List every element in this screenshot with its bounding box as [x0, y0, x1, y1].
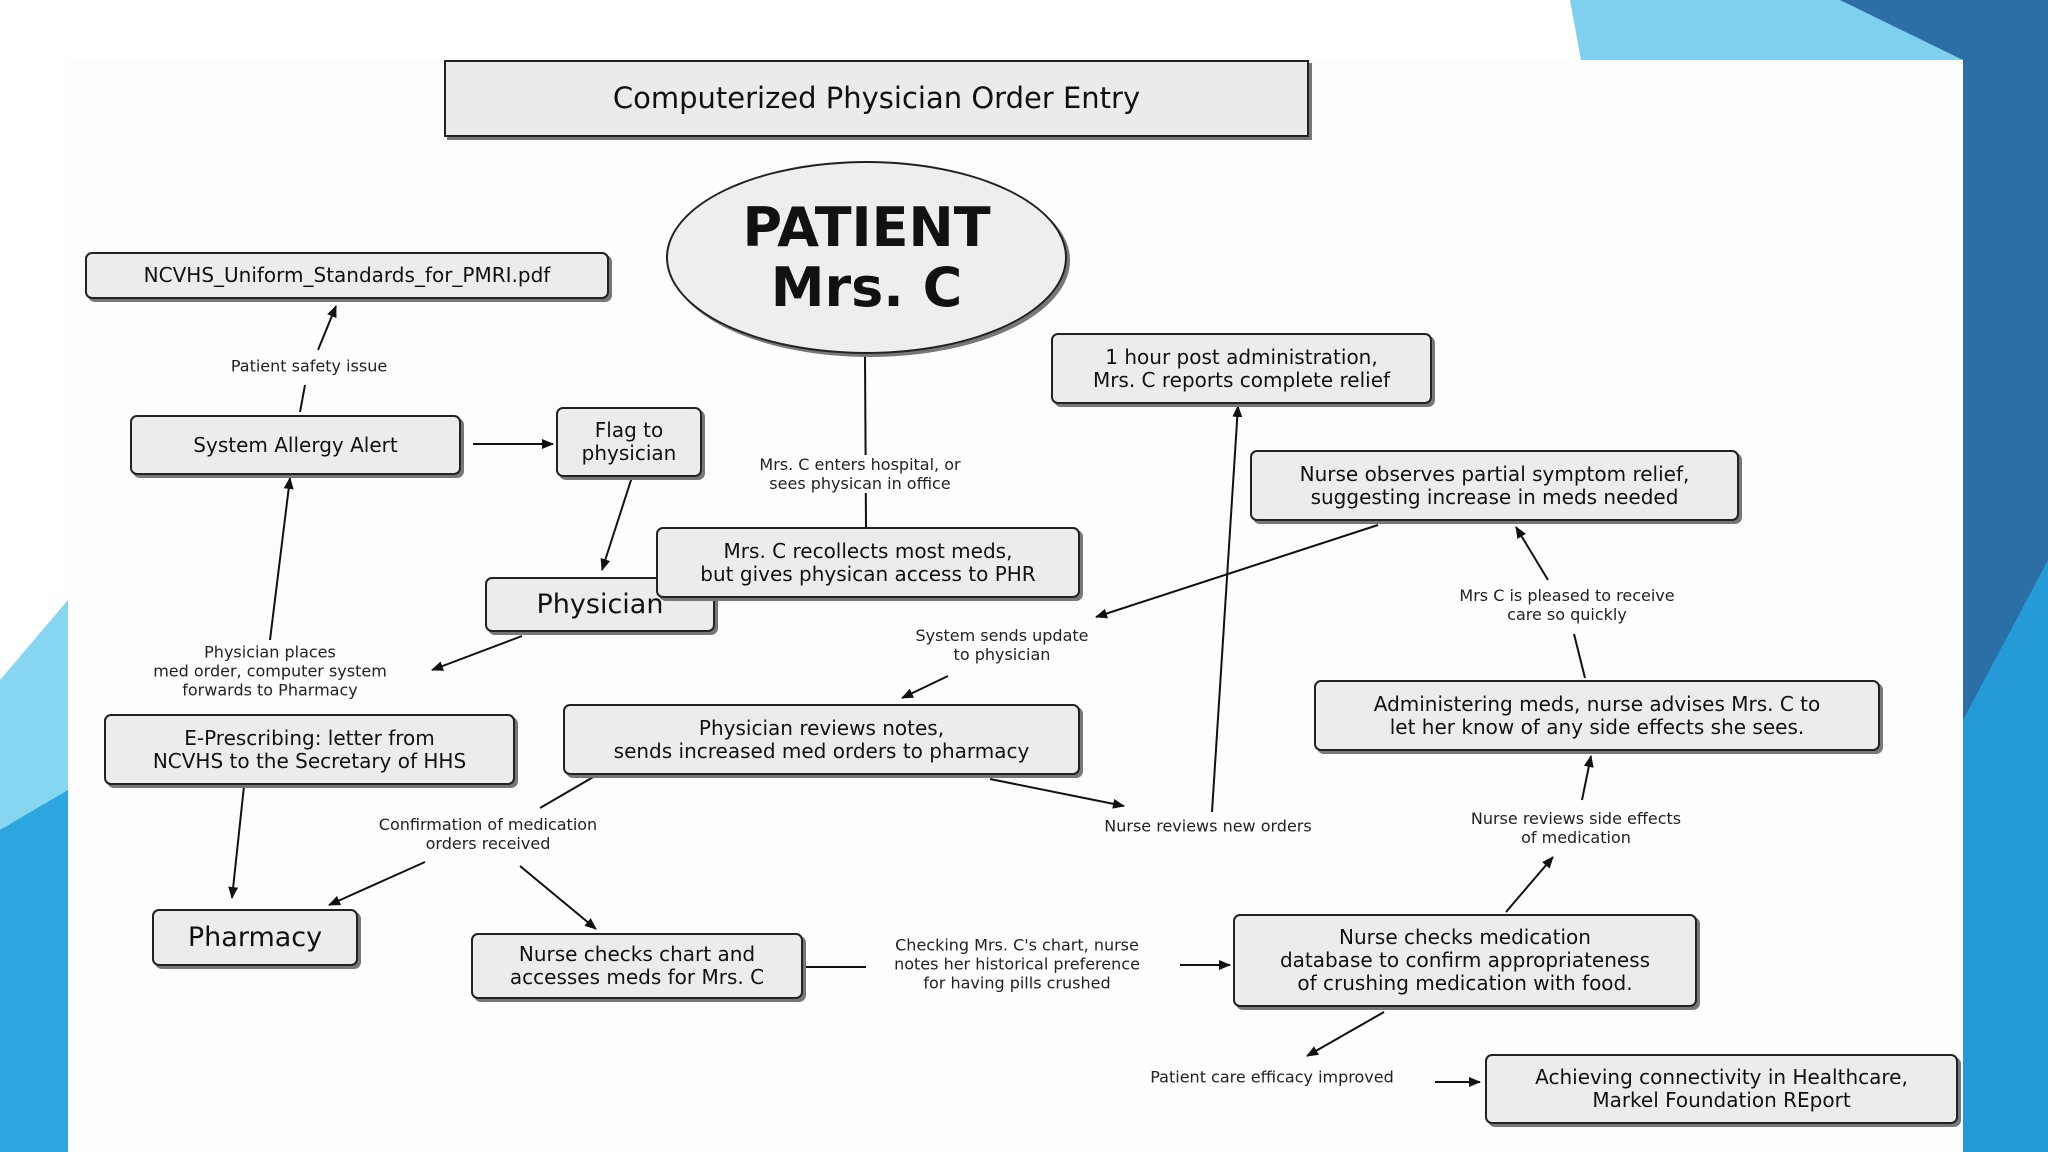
- link-reviews-neworders: [989, 778, 1125, 809]
- reviews-notes-node: Physician reviews notes, sends increased…: [563, 704, 1080, 775]
- link-reviews-confirmation: [539, 775, 596, 809]
- link-sideeffects-administering: [1581, 755, 1594, 801]
- recollects-node: Mrs. C recollects most meds, but gives p…: [656, 527, 1080, 598]
- patient-node: PATIENT Mrs. C: [666, 161, 1067, 354]
- e-prescribing-node: E-Prescribing: letter from NCVHS to the …: [104, 714, 515, 785]
- link-eprescribing-pharmacy: [228, 785, 245, 899]
- partial-relief-node: Nurse observes partial symptom relief, s…: [1250, 450, 1739, 521]
- label-safety: Patient safety issue: [227, 356, 391, 376]
- diagram-title: Computerized Physician Order Entry: [444, 60, 1309, 137]
- label-confirmation: Confirmation of medication orders receiv…: [375, 815, 601, 853]
- link-update-reviews: [901, 675, 949, 699]
- link-physician-places: [431, 635, 523, 671]
- connectivity-node: Achieving connectivity in Healthcare, Ma…: [1485, 1054, 1958, 1124]
- allergy-alert-node: System Allergy Alert: [130, 415, 461, 475]
- link-pleased-partial: [1515, 526, 1549, 581]
- link-safety-pdf: [317, 305, 337, 351]
- relief-node: 1 hour post administration, Mrs. C repor…: [1051, 333, 1432, 404]
- link-confirmation-pharmacy: [328, 861, 426, 906]
- label-places-order: Physician places med order, computer sys…: [150, 642, 390, 700]
- link-places-allergy: [269, 477, 294, 641]
- label-side-effects: Nurse reviews side effects of medication: [1467, 809, 1685, 847]
- link-neworders-relief: [1211, 405, 1243, 813]
- link-allergy-safety: [299, 384, 306, 413]
- physician-node: Physician: [485, 577, 715, 632]
- label-pleased: Mrs C is pleased to receive care so quic…: [1456, 586, 1678, 624]
- label-reviews-new: Nurse reviews new orders: [1101, 816, 1315, 836]
- link-database-efficacy: [1306, 1011, 1385, 1057]
- link-patient-recollects: [864, 354, 867, 528]
- link-partial-update: [1095, 524, 1379, 619]
- ncvhs-pdf-node: NCVHS_Uniform_Standards_for_PMRI.pdf: [85, 252, 609, 299]
- link-database-sideeffects: [1505, 856, 1554, 913]
- pharmacy-node: Pharmacy: [152, 909, 358, 966]
- database-check-node: Nurse checks medication database to conf…: [1233, 914, 1697, 1007]
- label-efficacy: Patient care efficacy improved: [1147, 1067, 1397, 1087]
- link-confirmation-chart: [519, 865, 597, 930]
- administering-node: Administering meds, nurse advises Mrs. C…: [1314, 680, 1880, 751]
- label-sends-update: System sends update to physician: [912, 626, 1092, 664]
- label-enters-hospital: Mrs. C enters hospital, or sees physican…: [756, 455, 964, 493]
- flag-physician-node: Flag to physician: [556, 407, 702, 477]
- deco-left-mid: [0, 790, 68, 1152]
- link-administering-pleased: [1573, 633, 1586, 679]
- label-checking-chart: Checking Mrs. C's chart, nurse notes her…: [891, 935, 1143, 993]
- chart-check-node: Nurse checks chart and accesses meds for…: [471, 933, 803, 999]
- link-flag-physician: [600, 476, 633, 571]
